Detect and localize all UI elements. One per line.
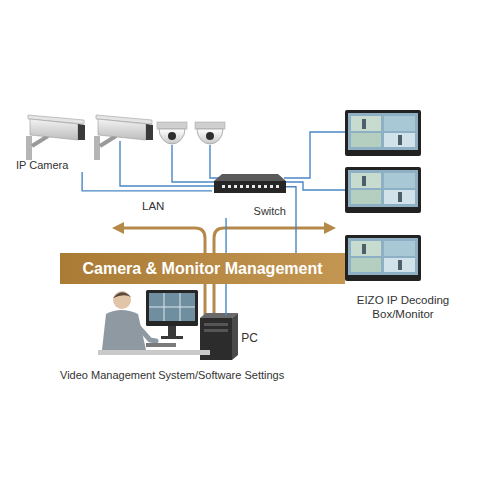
wall-plate [94,136,100,160]
wall-plate [26,136,32,160]
port [228,185,231,188]
lan-cable [120,141,214,186]
monitor [345,235,421,281]
dome-base [195,122,225,129]
figure [398,192,402,202]
drive-slot [204,323,228,326]
camera-arm [32,136,48,146]
keyboard [146,343,176,347]
port [264,185,267,188]
monitor [345,167,421,213]
video-tile [351,258,381,272]
monitor-screen [348,113,418,150]
monitor [345,110,421,156]
monitor-bezel [345,235,421,281]
video-tile [351,133,381,147]
port [276,185,279,188]
lan-cable [284,132,345,178]
lan-cable [286,187,338,257]
screen-grid [149,293,195,321]
box-camera [26,115,85,160]
video-tile [384,258,415,272]
camera-lens [78,124,85,140]
node-label: PC [241,331,258,345]
monitor-stand [168,326,176,336]
node-label: Switch [254,205,286,218]
lan-cable [82,172,212,191]
pc-screen [149,293,195,321]
switch-top [214,174,286,181]
video-tile [384,241,415,256]
tower-top [200,313,238,318]
dome-cover [197,129,223,144]
caption-label: Video Management System/Software Setting… [60,369,330,382]
switch-ports [222,185,279,188]
camera-node: IP Camera [16,112,92,172]
camera-body [30,119,78,140]
node-label: Camera & Monitor Management [82,259,322,278]
lan-cable [210,145,220,178]
arrow-head [324,222,336,234]
monitor-bezel [345,167,421,213]
monitor-screen [348,238,418,275]
monitor-screen [348,170,418,207]
port [258,185,261,188]
port [240,185,243,188]
figure [362,119,366,129]
node-label: EIZO IP Decoding Box/Monitor [338,294,468,322]
camera-body [98,119,146,140]
management-band: Camera & Monitor Management [60,253,345,284]
operator [98,290,210,355]
switch-node: Switch [212,172,286,218]
figure [398,260,402,270]
port [246,185,249,188]
port [234,185,237,188]
figure [398,135,402,145]
video-tile [351,241,381,256]
figure [362,244,366,254]
port [222,185,225,188]
pc-monitor [146,290,198,326]
node-label: IP Camera [16,159,68,172]
dome-cover [159,129,185,144]
video-tile [351,116,381,131]
lan-cable [284,182,345,190]
camera-lens [146,124,153,140]
port [270,185,273,188]
network-switch [214,174,286,193]
box-camera [94,115,153,160]
camera-arm [100,136,116,146]
lan-cable [172,145,214,182]
person-head [113,291,131,309]
switch-front [214,181,286,193]
drive-slot [204,329,228,332]
monitor-bezel [345,110,421,156]
video-tile [384,116,415,131]
port [252,185,255,188]
dome-lens [168,132,176,140]
video-tile [351,173,381,188]
video-tile [351,190,381,204]
person-hair [113,292,131,298]
tower-side [232,313,238,360]
dome-lens [206,132,214,140]
pc-node: PC [196,316,258,360]
video-tile [384,133,415,147]
monitor-node: EIZO IP Decoding Box/Monitor [338,232,468,322]
video-tile [384,190,415,204]
dome-camera [157,122,187,144]
dome-camera [195,122,225,144]
desk [98,350,210,355]
monitor-foot [161,336,183,339]
dome-base [157,122,187,129]
grid-line [149,307,195,308]
arrow-head [112,222,124,234]
video-tile [384,173,415,188]
network-label: LAN [142,200,182,214]
figure [362,176,366,186]
